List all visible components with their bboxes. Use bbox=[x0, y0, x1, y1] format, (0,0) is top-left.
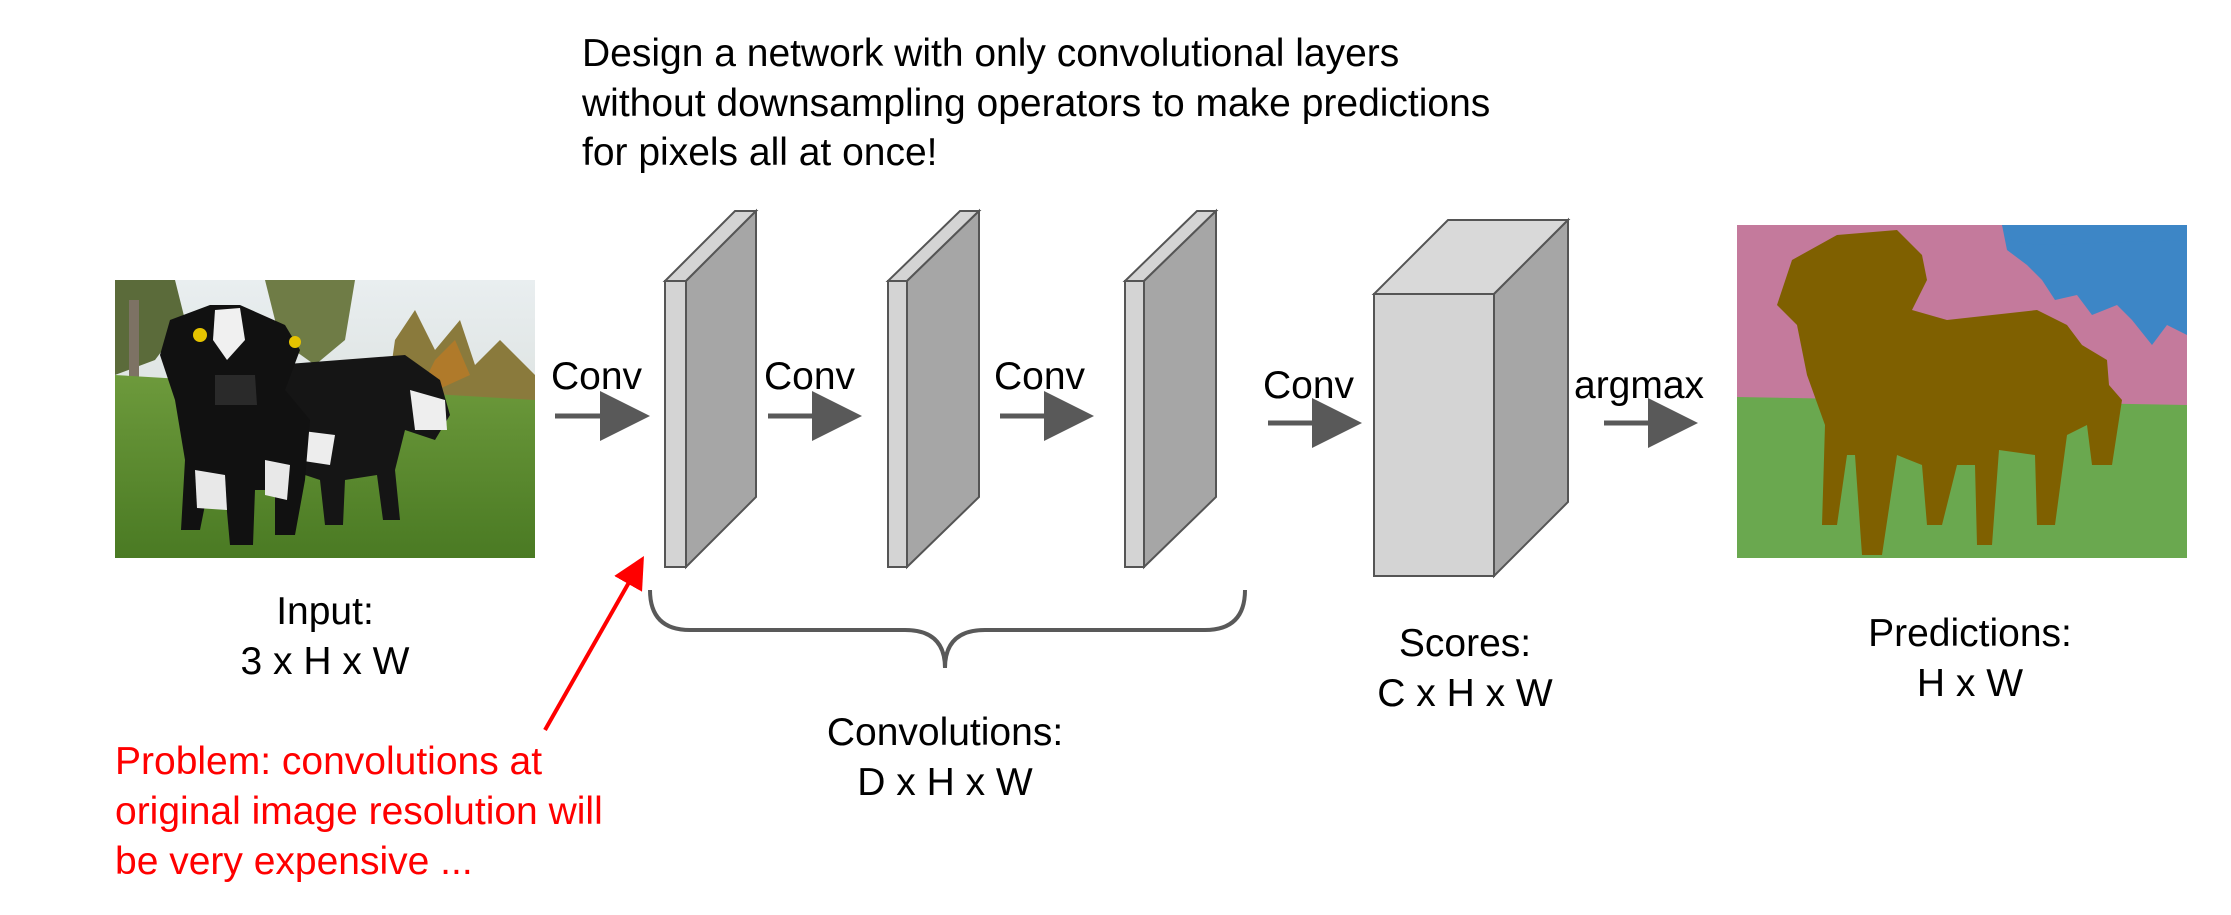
scores-dims: C x H x W bbox=[1377, 672, 1553, 715]
convolutions-brace bbox=[648, 589, 1247, 669]
input-dims: 3 x H x W bbox=[240, 640, 410, 683]
problem-pointer-arrow bbox=[543, 556, 644, 731]
problem-line-1: Problem: convolutions at bbox=[115, 740, 543, 783]
predictions-image bbox=[1737, 225, 2187, 558]
problem-line-2: original image resolution will bbox=[115, 790, 603, 833]
scores-label: Scores: bbox=[1398, 622, 1532, 665]
conv-layer-2 bbox=[885, 208, 982, 570]
convolutions-dims: D x H x W bbox=[857, 761, 1033, 804]
predictions-label: Predictions: bbox=[1868, 612, 2072, 655]
predictions-dims: H x W bbox=[1916, 662, 2024, 705]
conv-layer-1 bbox=[662, 208, 759, 570]
title-line-2: without downsampling operators to make p… bbox=[582, 82, 1491, 125]
problem-line-3: be very expensive ... bbox=[115, 840, 473, 883]
title-line-1: Design a network with only convolutional… bbox=[582, 32, 1400, 75]
conv-label-2: Conv bbox=[764, 355, 856, 398]
conv-label-1: Conv bbox=[551, 355, 643, 398]
input-label: Input: bbox=[276, 590, 374, 633]
scores-block bbox=[1371, 217, 1571, 579]
conv-label-3: Conv bbox=[994, 355, 1086, 398]
convolutions-label: Convolutions: bbox=[826, 711, 1064, 754]
conv-label-4: Conv bbox=[1263, 364, 1355, 407]
argmax-label: argmax bbox=[1574, 364, 1705, 407]
input-image bbox=[115, 280, 535, 558]
title-line-3: for pixels all at once! bbox=[582, 131, 938, 174]
conv-layer-3 bbox=[1122, 208, 1219, 570]
